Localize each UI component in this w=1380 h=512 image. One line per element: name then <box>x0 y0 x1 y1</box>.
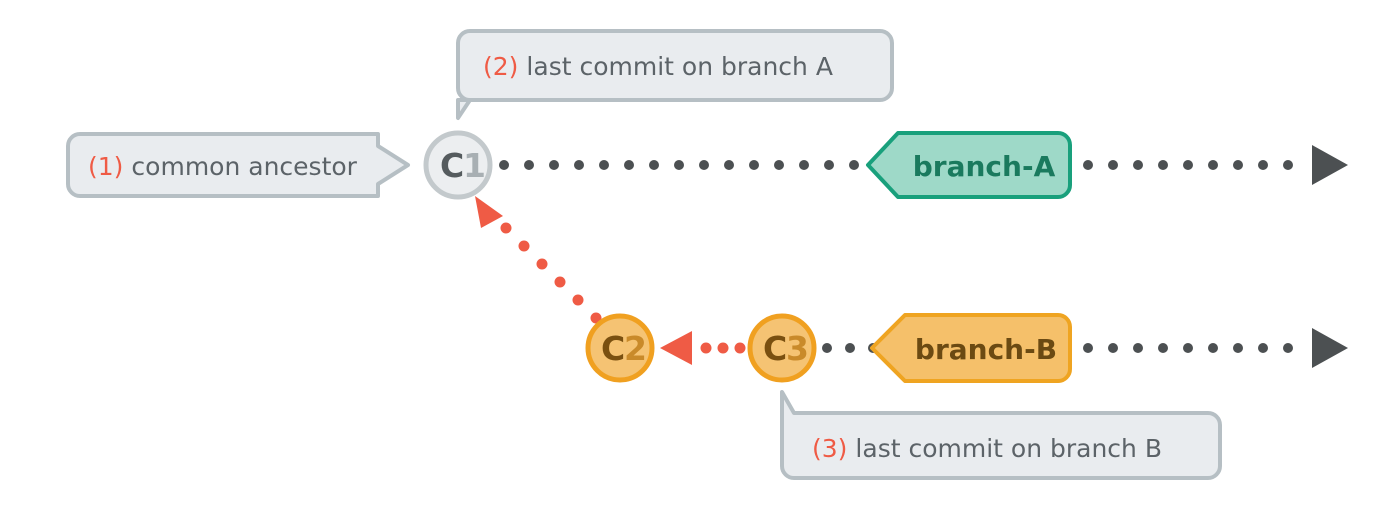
commit-c3[interactable]: C 3 <box>747 313 817 383</box>
merge-arrow-c3-to-c2 <box>660 331 746 365</box>
commit-c3-number: 3 <box>786 329 809 368</box>
branch-tag-b-shape <box>870 313 1072 383</box>
merge-arrow-c2-to-c1-head <box>475 196 503 228</box>
callout-body-1: common ancestor <box>131 152 357 181</box>
commit-c3-letter: C <box>763 329 787 368</box>
timeline-branch-b-arrowhead <box>1312 328 1348 368</box>
merge-arrow-c3-to-c2-head <box>660 331 692 365</box>
merge-arrow-c2-to-c1 <box>475 196 602 324</box>
commit-c1-letter: C <box>440 146 464 185</box>
callout-last-commit-branch-b: (3) last commit on branch B <box>780 390 1222 480</box>
timeline-branch-b-dots-right <box>1083 343 1293 353</box>
callout-common-ancestor: (1) common ancestor <box>66 132 410 198</box>
callout-text-3: (3) last commit on branch B <box>812 434 1162 463</box>
commit-c3-circle <box>747 313 817 383</box>
branch-tag-b-label: branch-B <box>915 333 1057 366</box>
commit-c1[interactable]: C 1 <box>423 130 493 200</box>
timeline-branch-a-dots-left <box>499 160 859 170</box>
callout-text-1: (1) common ancestor <box>88 152 358 181</box>
branch-tag-a[interactable]: branch-A <box>866 131 1072 199</box>
callout-bubble-shape <box>456 29 894 120</box>
commit-c1-circle <box>423 130 493 200</box>
callout-last-commit-branch-a: (2) last commit on branch A <box>456 29 894 120</box>
callout-number-1: (1) <box>88 152 123 181</box>
branch-tag-a-shape <box>866 131 1072 199</box>
callout-tag-shape <box>66 132 410 198</box>
callout-text-2: (2) last commit on branch A <box>483 52 833 81</box>
callout-number-3: (3) <box>812 434 847 463</box>
callout-body-3: last commit on branch B <box>855 434 1162 463</box>
callout-bubble-shape-3 <box>780 390 1222 480</box>
commit-c2[interactable]: C 2 <box>585 313 655 383</box>
callout-body-2: last commit on branch A <box>526 52 833 81</box>
commit-c1-number: 1 <box>463 146 486 185</box>
timeline-branch-a-arrowhead <box>1312 145 1348 185</box>
callout-number-2: (2) <box>483 52 518 81</box>
branch-tag-a-label: branch-A <box>913 150 1056 183</box>
commit-c2-letter: C <box>601 329 625 368</box>
timeline-branch-a-dots-right <box>1083 160 1293 170</box>
commit-c2-circle <box>585 313 655 383</box>
commit-c2-number: 2 <box>624 329 647 368</box>
timeline-branch-b-dots-left <box>822 343 878 353</box>
branch-tag-b[interactable]: branch-B <box>870 313 1072 383</box>
